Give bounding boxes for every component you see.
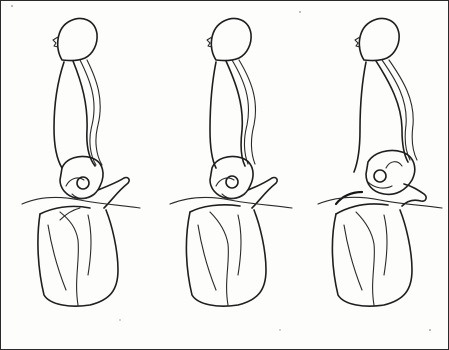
scan-noise — [11, 5, 431, 331]
posture-panel-3 — [318, 19, 442, 307]
posture-panel-2 — [170, 19, 292, 307]
posture-panel-1 — [22, 19, 140, 307]
